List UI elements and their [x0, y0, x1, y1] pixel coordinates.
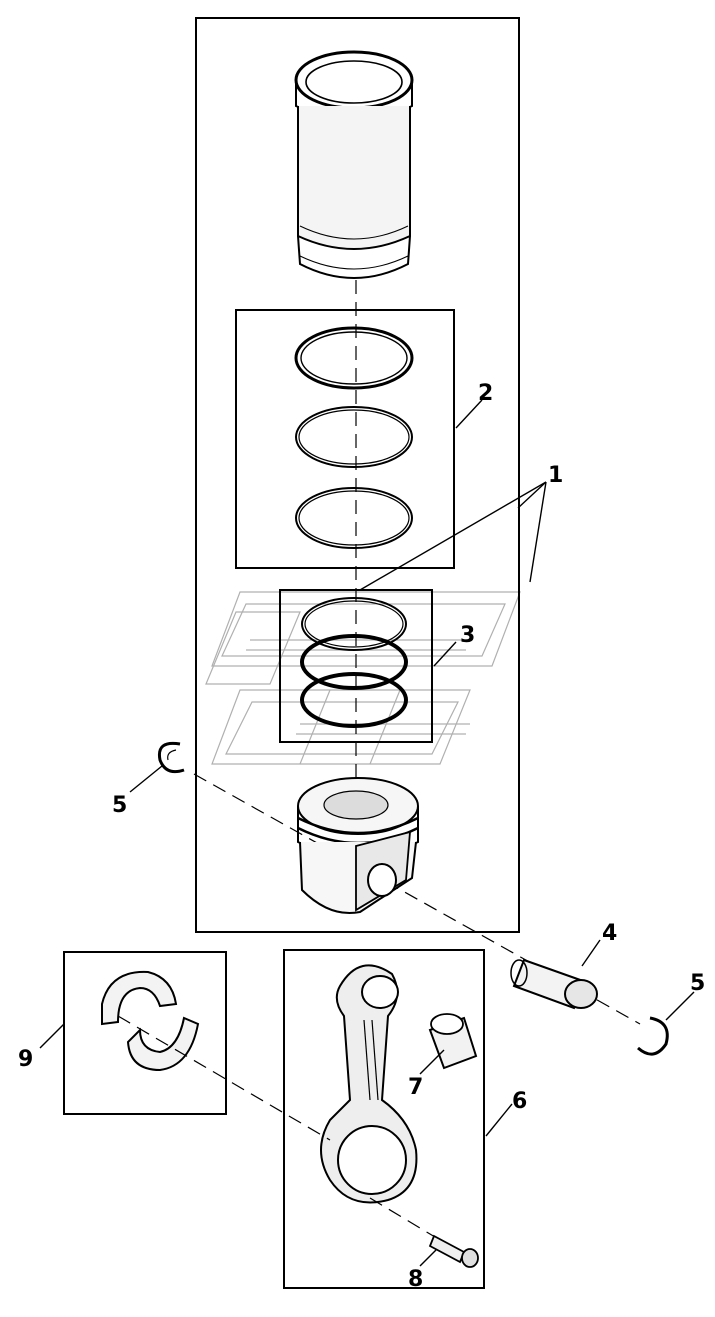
rod-bolt: [428, 1234, 479, 1268]
snap-ring-right: [637, 1016, 669, 1056]
callout-4: 4: [602, 921, 617, 946]
callout-8-leader: [419, 1249, 437, 1267]
callout-5-left: 5: [112, 793, 127, 818]
callout-6-leader: [485, 1103, 513, 1137]
connecting-rod: [320, 964, 418, 1204]
callout-6: 6: [512, 1089, 527, 1114]
small-end-bushing: [428, 1013, 478, 1070]
bolt-axis-line: [369, 1197, 441, 1241]
bearing-axis-line: [117, 1015, 331, 1141]
piston-ring-set-lower: [300, 597, 408, 728]
callout-8: 8: [408, 1267, 423, 1292]
callout-9: 9: [18, 1047, 33, 1072]
callout-9-leader: [39, 1023, 65, 1049]
piston-pin: [510, 958, 598, 1010]
bearing-frame: [63, 951, 227, 1115]
piston-ring-set-upper: [294, 326, 414, 549]
callout-4-leader: [581, 939, 601, 967]
ring-set-frame-lower: [279, 589, 433, 743]
callout-5-right: 5: [690, 971, 705, 996]
piston-assembly-frame: [195, 17, 520, 933]
callout-5a-leader: [129, 765, 163, 793]
callout-3-leader: [433, 641, 457, 667]
callout-2: 2: [478, 381, 493, 406]
piston: [297, 777, 419, 914]
callout-7-leader: [419, 1049, 445, 1075]
snap-ring-left: [157, 741, 185, 774]
ring-set-frame-upper: [235, 309, 455, 569]
callout-5b-leader: [665, 991, 695, 1021]
logo-watermark-icon: [205, 591, 521, 765]
cylinder-liner: [294, 50, 414, 279]
callout-3: 3: [460, 623, 475, 648]
bearing-shells: [101, 970, 200, 1072]
callout-1-leaders: [359, 481, 547, 591]
callout-7: 7: [408, 1075, 423, 1100]
connecting-rod-frame: [283, 949, 485, 1289]
callout-1: 1: [548, 463, 563, 488]
callout-2-leader: [455, 399, 483, 429]
